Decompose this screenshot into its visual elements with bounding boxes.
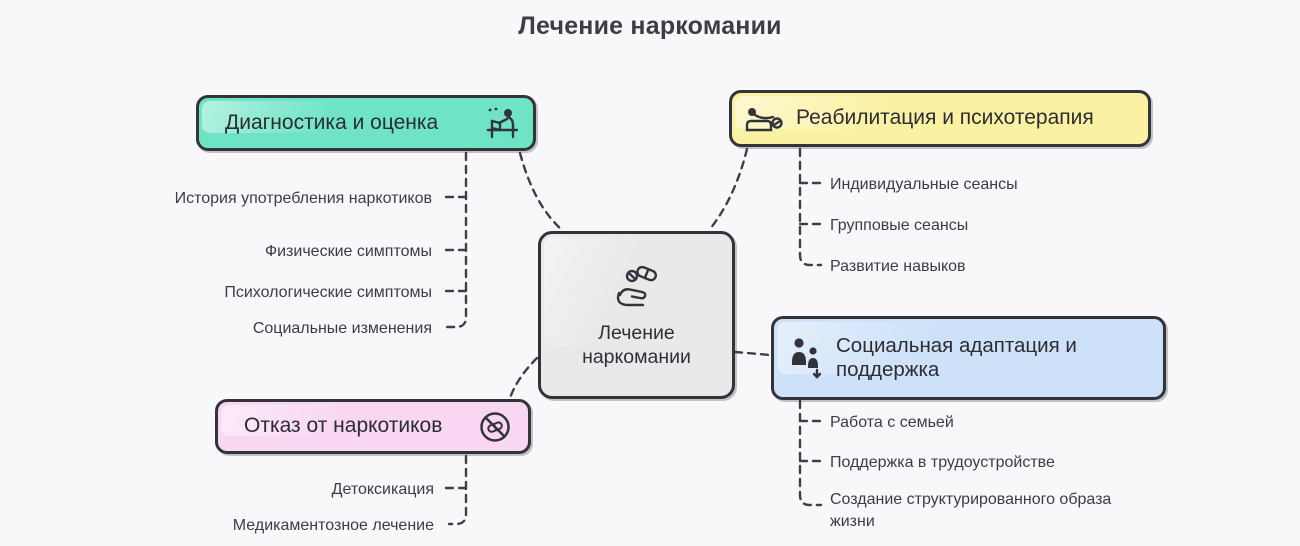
leaf-detox: Детоксикация bbox=[331, 481, 434, 498]
leaf-structured-lifestyle: Создание структурированного образа жизни bbox=[830, 491, 1112, 530]
branch-node-social: Социальная адаптация и поддержка bbox=[771, 316, 1166, 400]
leaf-social-changes: Социальные изменения bbox=[252, 320, 432, 337]
branch-label-diagnosis: Диагностика и оценка bbox=[225, 110, 439, 134]
branch-node-refusal: Отказ от наркотиков bbox=[215, 399, 531, 454]
branch-label-social: Социальная адаптация и поддержка bbox=[836, 334, 1077, 381]
leaf-psychological-symptoms: Психологические симптомы bbox=[224, 284, 432, 301]
people-support-icon bbox=[788, 335, 824, 381]
no-drugs-icon bbox=[476, 408, 514, 446]
branch-label-refusal: Отказ от наркотиков bbox=[244, 414, 443, 438]
leaf-skills-development: Развитие навыков bbox=[830, 258, 966, 275]
leaf-family-work: Работа с семьей bbox=[830, 414, 954, 431]
person-at-desk-icon bbox=[481, 105, 521, 141]
branch-node-diagnosis: Диагностика и оценка bbox=[196, 95, 536, 151]
center-node: Лечение наркомании bbox=[538, 231, 735, 399]
branch-label-rehab: Реабилитация и психотерапия bbox=[796, 106, 1094, 130]
center-label-line2: наркомании bbox=[582, 346, 691, 368]
branch-node-rehab: Реабилитация и психотерапия bbox=[729, 90, 1151, 147]
leaf-physical-symptoms: Физические симптомы bbox=[264, 243, 432, 260]
leaf-employment-support: Поддержка в трудоустройстве bbox=[830, 454, 1055, 471]
center-label-line1: Лечение bbox=[598, 321, 675, 344]
leaf-medication-treatment: Медикаментозное лечение bbox=[232, 517, 434, 534]
page-title: Лечение наркомании bbox=[518, 12, 782, 40]
therapy-couch-icon bbox=[744, 103, 784, 135]
hand-with-pills-icon bbox=[611, 262, 663, 312]
leaf-group-sessions: Групповые сеансы bbox=[830, 217, 969, 234]
leaf-drug-use-history: История употребления наркотиков bbox=[174, 190, 432, 207]
leaf-individual-sessions: Индивидуальные сеансы bbox=[830, 176, 1018, 193]
